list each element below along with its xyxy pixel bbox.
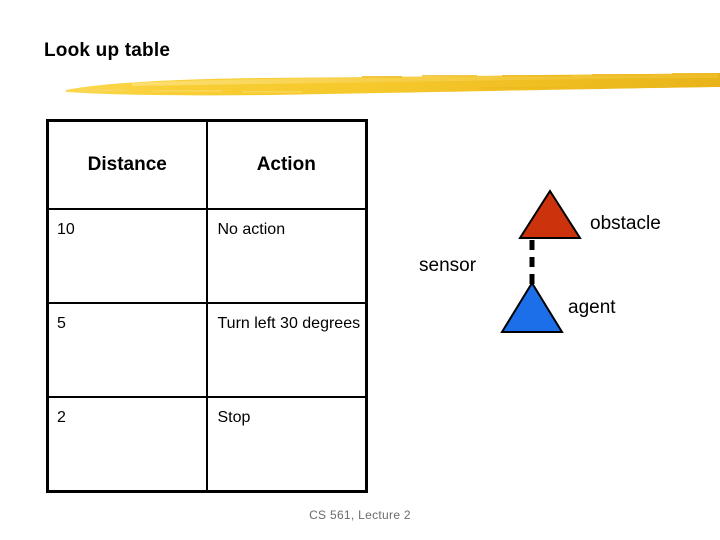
cell-distance: 5: [46, 302, 208, 398]
sensor-label: sensor: [419, 255, 477, 276]
page-title: Look up table: [44, 40, 171, 61]
cell-distance-text: 10: [57, 221, 75, 238]
cell-distance-text: 2: [57, 409, 66, 426]
cell-action-text: No action: [217, 221, 286, 238]
decorative-brush-stroke: [62, 70, 720, 102]
cell-action: Stop: [205, 396, 368, 493]
table-row: 5 Turn left 30 degrees: [46, 302, 368, 398]
cell-distance: 2: [46, 396, 208, 493]
cell-distance-text: 5: [57, 315, 66, 332]
obstacle-label: obstacle: [590, 213, 661, 234]
cell-action-text: Turn left 30 degrees: [217, 315, 361, 332]
cell-action: No action: [205, 208, 368, 304]
agent-label: agent: [568, 297, 616, 318]
table-header-row: Distance Action: [46, 119, 368, 210]
table-body: 10 No action 5 Turn left 30 degrees 2 St…: [46, 208, 368, 493]
brush-stroke-svg: [66, 73, 720, 96]
column-header-distance: Distance: [46, 119, 208, 210]
agent-triangle-icon: [500, 281, 564, 333]
obstacle-triangle-icon: [518, 189, 582, 239]
cell-distance: 10: [46, 208, 208, 304]
look-up-table: Distance Action 10 No action 5 Turn left…: [46, 119, 368, 493]
table-row: 2 Stop: [46, 396, 368, 493]
sensor-diagram-svg: [500, 189, 582, 333]
table-header: Distance Action: [46, 119, 368, 210]
slide-footer: CS 561, Lecture 2: [309, 508, 411, 522]
sensor-diagram: obstacle sensor agent: [410, 180, 720, 345]
cell-action: Turn left 30 degrees: [205, 302, 368, 398]
cell-action-text: Stop: [217, 409, 251, 426]
column-header-action: Action: [205, 119, 368, 210]
table-row: 10 No action: [46, 208, 368, 304]
